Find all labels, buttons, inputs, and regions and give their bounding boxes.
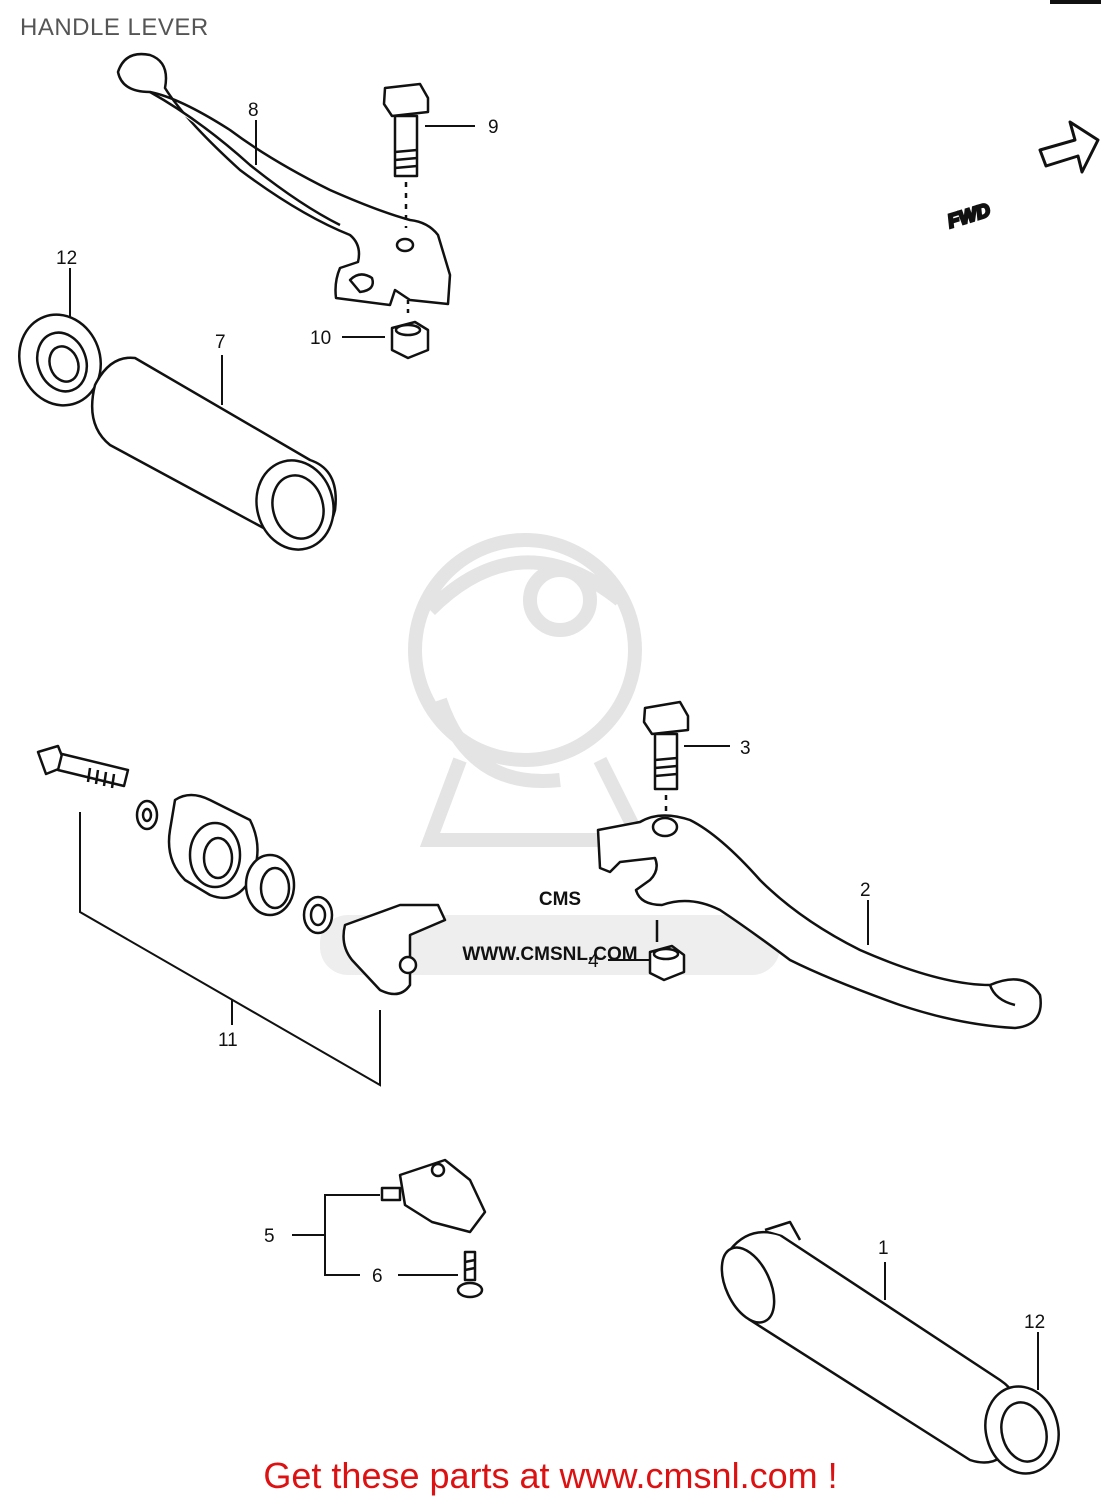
watermark-url: WWW.CMSNL.COM [462, 944, 637, 965]
callout-5: 5 [264, 1226, 275, 1247]
grip-end-cap-bottom [984, 1385, 1060, 1475]
switch-screw [456, 1250, 484, 1299]
callout-8: 8 [248, 100, 259, 121]
handle-grip-left [90, 356, 337, 551]
lock-nut-top [390, 300, 430, 360]
forward-arrow-icon [1038, 120, 1100, 174]
throttle-grip [720, 1220, 1022, 1464]
forward-indicator: FWD [944, 120, 1100, 234]
callout-9: 9 [488, 117, 499, 138]
cms-mascot-logo [408, 533, 652, 847]
watermark-text: CMS [539, 889, 581, 910]
callout-12-bottom: 12 [1024, 1312, 1045, 1333]
leader-lines [69, 120, 1039, 1390]
brake-lever [596, 814, 1042, 1030]
grip-end-cap-top [18, 313, 102, 407]
footer-promo-text: Get these parts at www.cmsnl.com ! [263, 1455, 838, 1496]
callout-11: 11 [218, 1030, 238, 1051]
pivot-bolt-bottom [642, 700, 690, 818]
clutch-lever [116, 52, 452, 307]
callout-12-top: 12 [56, 248, 77, 269]
callout-7: 7 [215, 332, 226, 353]
fwd-label: FWD [945, 200, 993, 233]
callouts: 8 9 10 12 7 3 2 4 11 5 6 1 12 [56, 100, 1045, 1333]
part-5-6-bracket [292, 1194, 458, 1276]
callout-2: 2 [860, 880, 871, 901]
page-title: HANDLE LEVER [20, 14, 209, 41]
callout-6: 6 [372, 1266, 383, 1287]
callout-1: 1 [878, 1238, 889, 1259]
callout-3: 3 [740, 738, 751, 759]
lock-nut-bottom [648, 920, 686, 982]
brake-light-switch [380, 1158, 487, 1234]
lever-holder-assembly [36, 744, 447, 996]
callout-4: 4 [588, 951, 599, 972]
callout-10: 10 [310, 328, 331, 349]
part-11-bracket [79, 812, 381, 1087]
pivot-bolt-top [382, 82, 430, 228]
